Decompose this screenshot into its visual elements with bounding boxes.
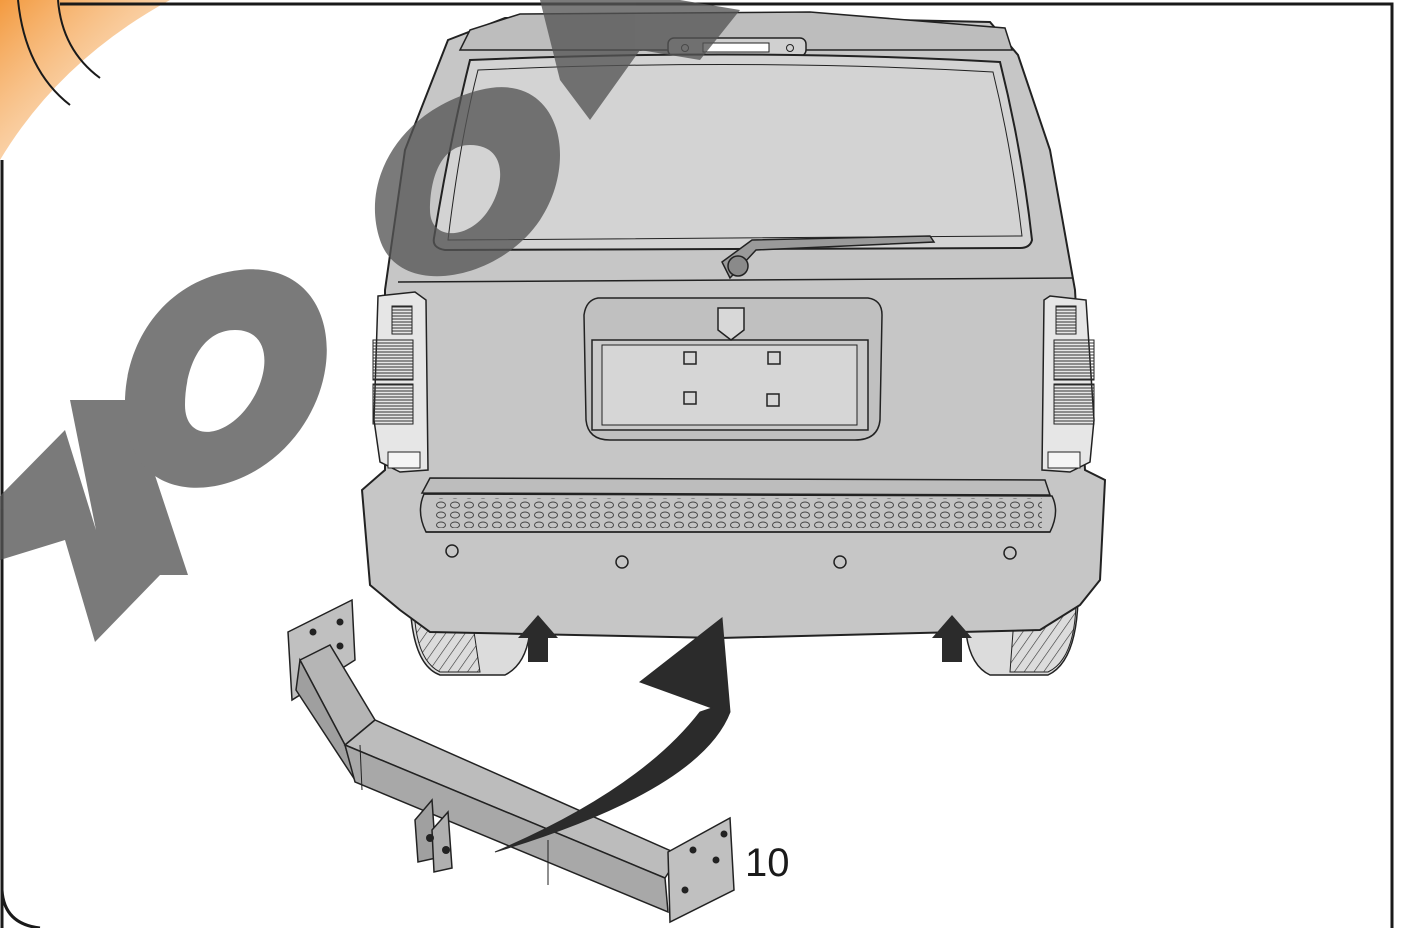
part-number-label: 10 bbox=[745, 841, 790, 885]
rear-bumper bbox=[419, 477, 1057, 569]
license-plate-area bbox=[583, 297, 883, 441]
mounting-arrow-left bbox=[518, 615, 558, 662]
corner-accent bbox=[0, 0, 170, 160]
watermark-letter-r bbox=[540, 0, 740, 120]
frame-corner bbox=[0, 889, 41, 928]
mounting-arrow-right bbox=[932, 615, 972, 662]
parking-sensor bbox=[833, 555, 847, 569]
installation-arrow bbox=[494, 617, 731, 853]
tail-lamp-right bbox=[1041, 295, 1095, 473]
parking-sensor bbox=[445, 544, 459, 558]
tail-lamp-left bbox=[372, 291, 429, 473]
towbar-part bbox=[287, 598, 735, 924]
parking-sensor bbox=[615, 555, 629, 569]
watermark-letter-o-2 bbox=[374, 87, 560, 277]
parking-sensor bbox=[1003, 546, 1017, 560]
brand-badge bbox=[717, 307, 745, 341]
watermark bbox=[0, 0, 740, 642]
watermark-letter-o-1 bbox=[124, 269, 327, 488]
rear-wiper bbox=[721, 235, 936, 280]
